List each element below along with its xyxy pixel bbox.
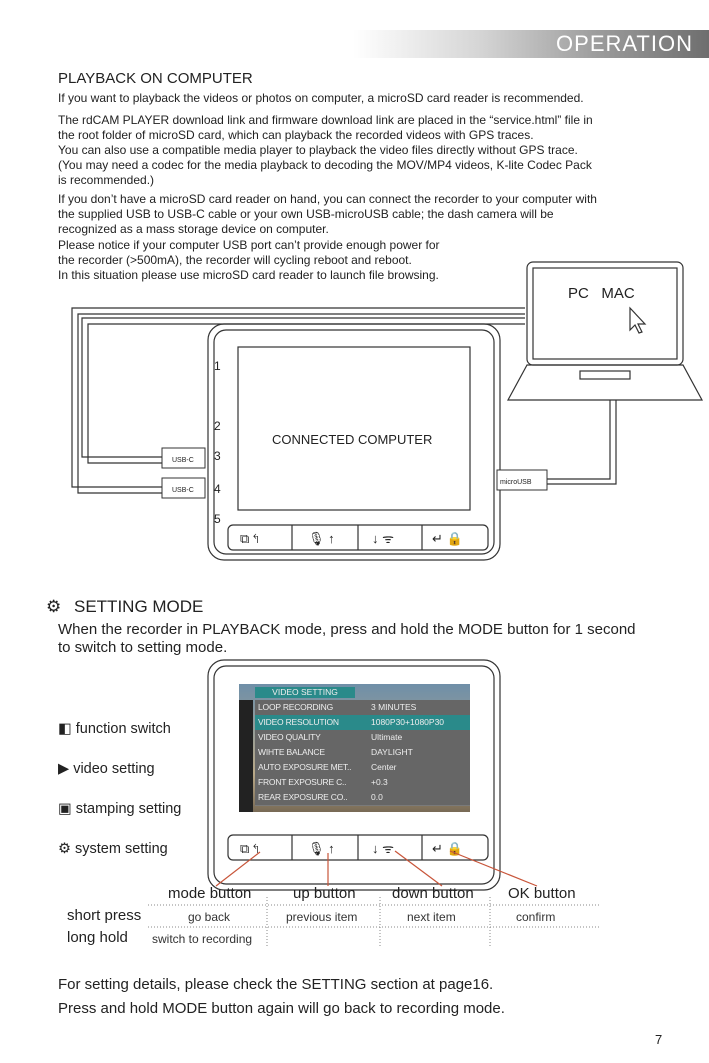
note: Press and hold MODE button again will go… [58, 1000, 505, 1017]
table-header: mode button [168, 885, 252, 902]
legend-item: ⚙ system setting [58, 841, 168, 857]
paragraph: Please notice if your computer USB port … [58, 238, 440, 282]
legend-item: ▣ stamping setting [58, 801, 182, 817]
mode-button-icons[interactable]: ⧉ ↰ [240, 841, 259, 856]
table-header: OK button [508, 885, 576, 902]
usbc-label: USB-C [172, 457, 194, 464]
port-number: 5 [214, 512, 221, 526]
pc-label: PC MAC [568, 285, 635, 302]
legend-item: ▶ video setting [58, 761, 155, 777]
callout-lines [215, 850, 538, 887]
menu-sidebar [239, 700, 253, 812]
microusb-label: microUSB [500, 479, 532, 486]
screen-label: CONNECTED COMPUTER [272, 432, 432, 447]
page-number: 7 [655, 1032, 663, 1047]
ok-button-icons[interactable]: ↵ 🔒 [432, 841, 463, 856]
table-cell: previous item [286, 910, 358, 924]
legend-item: ◧ function switch [58, 721, 171, 737]
table-header: down button [392, 885, 474, 902]
down-button-icons[interactable]: ↓ ᯤ [372, 841, 394, 856]
mode-button-icons[interactable]: ⧉ ↰ [240, 531, 259, 546]
port-number: 2 [214, 419, 221, 433]
port-number: 1 [214, 359, 221, 373]
setting-intro: When the recorder in PLAYBACK mode, pres… [58, 621, 636, 656]
playback-title: PLAYBACK ON COMPUTER [58, 70, 253, 87]
port-number: 4 [214, 482, 221, 496]
table-cell: go back [188, 910, 231, 924]
section-header-bar: OPERATION [353, 30, 709, 58]
menu-row[interactable]: FRONT EXPOSURE C..+0.3 [255, 775, 470, 791]
cursor-icon [629, 306, 647, 334]
ok-button-icons[interactable]: ↵ 🔒 [432, 531, 463, 546]
down-button-icons[interactable]: ↓ ᯤ [372, 531, 394, 546]
table-header: up button [293, 885, 356, 902]
gear-icon: ⚙ [46, 597, 62, 616]
setting-title: SETTING MODE [74, 597, 204, 616]
table-cell: switch to recording [152, 932, 253, 946]
row-label: long hold [67, 929, 128, 946]
table-cell: next item [407, 910, 456, 924]
paragraph: If you want to playback the videos or ph… [58, 91, 584, 105]
row-label: short press [67, 907, 142, 924]
gear-icon: ⚙ [58, 841, 71, 857]
stamp-icon: ▣ [58, 801, 72, 817]
video-icon: ▶ [58, 761, 70, 777]
function-switch-icon: ◧ [58, 721, 72, 737]
up-button-icons[interactable]: 🎙 ↑ [308, 841, 335, 856]
usbc-label: USB-C [172, 487, 194, 494]
up-button-icons[interactable]: 🎙 ↑ [308, 531, 335, 546]
port-number: 3 [214, 449, 221, 463]
section-title: OPERATION [556, 31, 693, 56]
menu-row[interactable]: REAR EXPOSURE CO..0.0 [255, 790, 470, 806]
paragraph: If you don’t have a microSD card reader … [58, 192, 597, 236]
note: For setting details, please check the SE… [58, 976, 494, 993]
table-cell: confirm [516, 910, 556, 924]
menu-title: VIDEO SETTING [255, 687, 355, 698]
paragraph: The rdCAM PLAYER download link and firmw… [58, 113, 593, 187]
menu-row[interactable]: AUTO EXPOSURE MET..Center [255, 760, 470, 776]
